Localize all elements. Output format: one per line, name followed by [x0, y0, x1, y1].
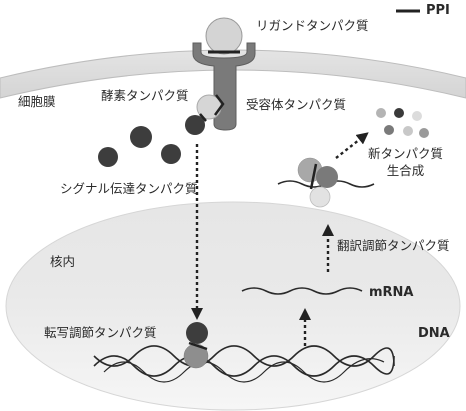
new-protein-label-line1: 新タンパク質: [368, 146, 444, 161]
signal-label: シグナル伝達タンパク質: [60, 181, 198, 196]
new-protein-label-line2: 生合成: [386, 162, 425, 178]
new-protein: [376, 108, 386, 118]
receptor-label: 受容体タンパク質: [246, 97, 347, 112]
signal-protein: [185, 115, 205, 135]
transcription-protein: [183, 343, 209, 369]
translation-label: 翻訳調節タンパク質: [337, 238, 450, 253]
mrna-strand: [241, 287, 363, 295]
dna-strand: [103, 358, 385, 383]
enzyme-label: 酵素タンパク質: [101, 88, 189, 103]
new-protein: [394, 108, 404, 118]
mrna-label: mRNA: [369, 285, 414, 300]
signal-protein: [98, 147, 118, 167]
new-protein: [412, 111, 422, 121]
dna-label: DNA: [418, 326, 450, 341]
transcription-ppi-line: [188, 341, 208, 351]
ligand-protein: [205, 17, 243, 55]
new-protein: [403, 126, 413, 136]
signal-protein: [130, 126, 152, 148]
signal-protein: [161, 144, 181, 164]
translation-protein: [316, 166, 338, 188]
membrane-label: 細胞膜: [18, 94, 56, 109]
synthesis-arrow: [335, 132, 369, 159]
ppi-legend-label: PPI: [426, 3, 450, 18]
transcription-protein: [186, 322, 208, 344]
cell-membrane: [0, 49, 466, 99]
nucleus-label: 核内: [50, 254, 76, 269]
translation-ppi-line: [309, 163, 318, 190]
dna-strand: [93, 345, 395, 367]
translation-protein: [309, 186, 331, 208]
signal-ppi-line: [199, 113, 207, 122]
receptor-protein: [192, 42, 256, 131]
enzyme-ppi-line: [213, 94, 225, 116]
new-protein-label: 新タンパク質 生合成: [368, 146, 443, 180]
ligand-label: リガンドタンパク質: [256, 18, 369, 33]
new-protein: [419, 128, 429, 138]
new-protein: [384, 125, 394, 135]
transcription-label: 転写調節タンパク質: [44, 325, 157, 340]
